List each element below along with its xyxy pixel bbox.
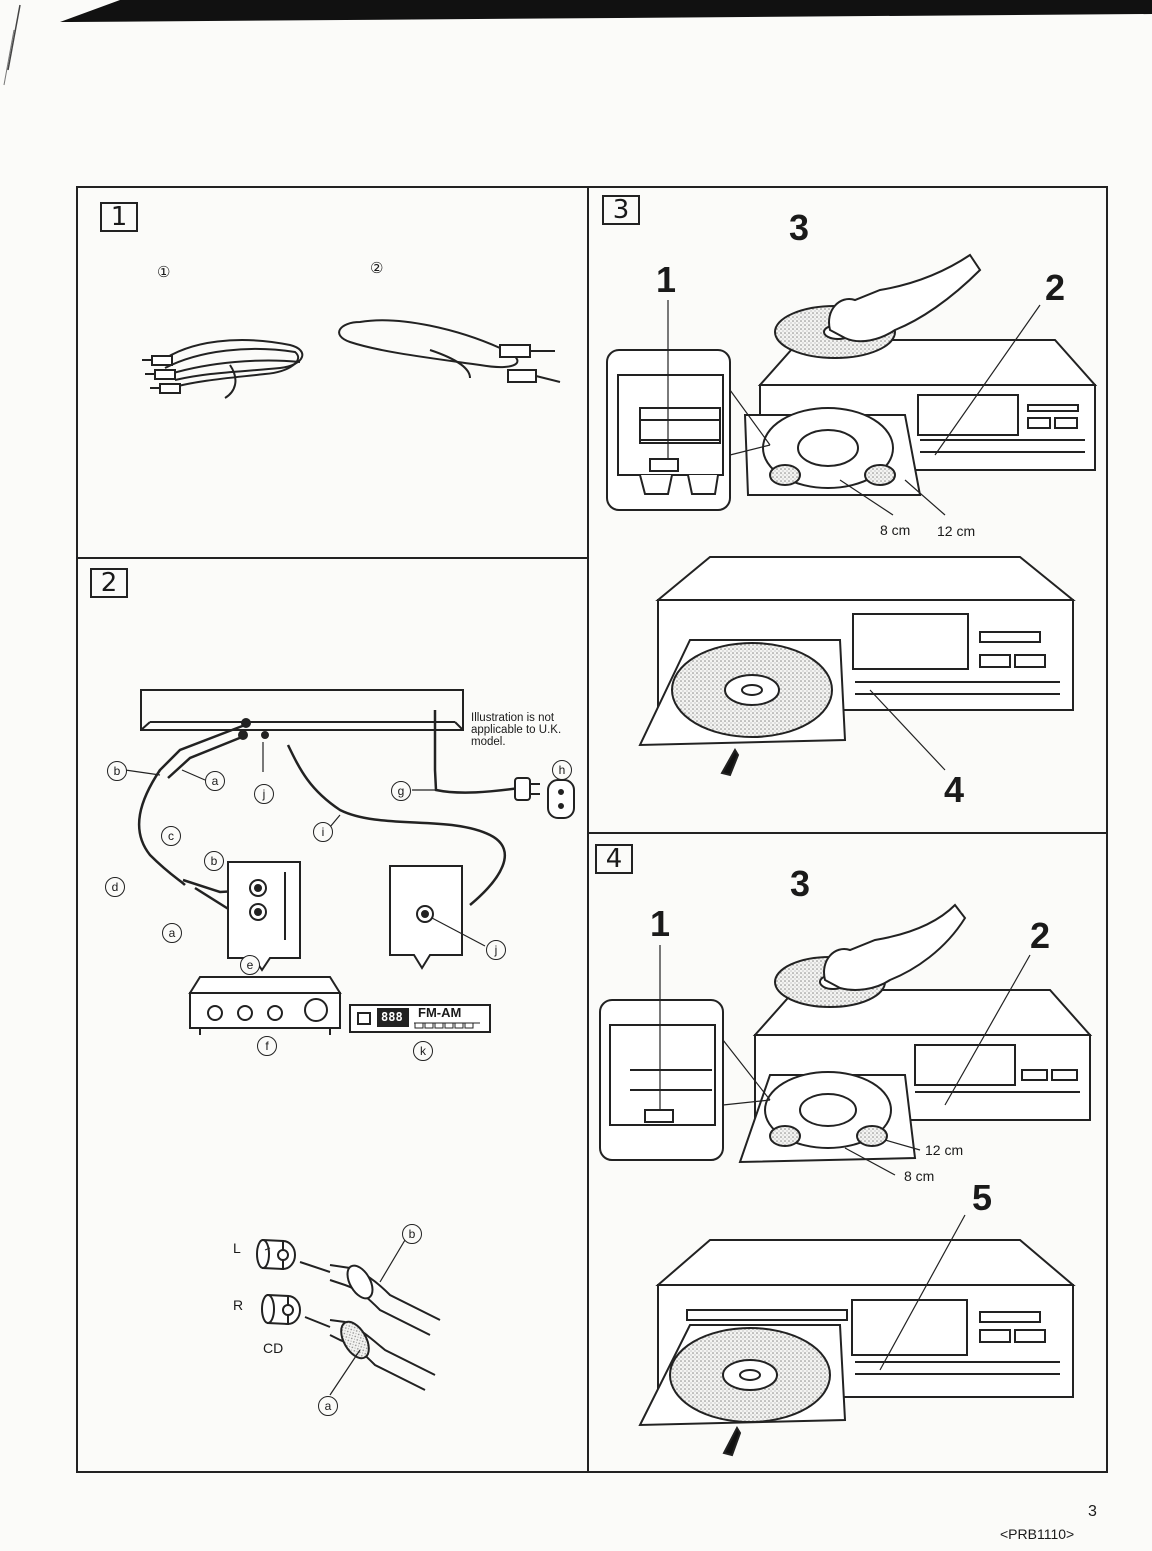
tuner-display: 888 bbox=[381, 1011, 403, 1023]
s4-callout-2: 2 bbox=[1030, 918, 1050, 954]
document-code: <PRB1110> bbox=[1000, 1527, 1074, 1541]
label-g: g bbox=[391, 781, 411, 801]
plug-label-a: a bbox=[318, 1396, 338, 1416]
label-j-panel: j bbox=[254, 784, 274, 804]
label-h: h bbox=[552, 760, 572, 780]
label-a-top: a bbox=[205, 771, 225, 791]
label-j-tuner: j bbox=[486, 940, 506, 960]
jack-label-cd: CD bbox=[263, 1341, 283, 1355]
label-e: e bbox=[240, 955, 260, 975]
tuner-jack-callout bbox=[390, 866, 462, 968]
label-b-lower: b bbox=[204, 851, 224, 871]
label-f: f bbox=[257, 1036, 277, 1056]
tuner-band-label: FM-AM bbox=[418, 1006, 461, 1019]
s4-callout-5: 5 bbox=[972, 1180, 992, 1216]
label-c: c bbox=[161, 826, 181, 846]
s3-player-open bbox=[640, 557, 1073, 775]
s3-callout-2: 2 bbox=[1045, 270, 1065, 306]
section-1-number: 1 bbox=[100, 202, 138, 232]
s3-callout-4: 4 bbox=[944, 772, 964, 808]
amp-jack-callout bbox=[228, 862, 300, 970]
s4-inset bbox=[600, 1000, 723, 1160]
s4-player-open bbox=[640, 1240, 1073, 1455]
cable-1-rca bbox=[142, 340, 302, 398]
jack-label-r: R bbox=[233, 1298, 243, 1312]
label-a-lower: a bbox=[162, 923, 182, 943]
power-plug bbox=[515, 778, 574, 818]
s4-callout-1: 1 bbox=[650, 906, 670, 942]
player-rear-panel bbox=[141, 690, 463, 739]
s3-callout-3: 3 bbox=[789, 210, 809, 246]
cable-2-system bbox=[339, 320, 560, 382]
section-4-number: 4 bbox=[595, 844, 633, 874]
jack-label-l: L bbox=[233, 1241, 241, 1255]
label-b-top: b bbox=[107, 761, 127, 781]
amplifier bbox=[190, 977, 340, 1035]
label-k: k bbox=[413, 1041, 433, 1061]
s3-size-8cm: 8 cm bbox=[880, 523, 910, 537]
s4-size-8cm: 8 cm bbox=[904, 1169, 934, 1183]
label-d: d bbox=[105, 877, 125, 897]
s3-callout-1: 1 bbox=[656, 262, 676, 298]
plug-label-b: b bbox=[402, 1224, 422, 1244]
s3-size-12cm: 12 cm bbox=[937, 524, 975, 538]
s3-player bbox=[745, 255, 1095, 495]
page-number: 3 bbox=[1088, 1504, 1097, 1520]
top-edge-shadow bbox=[60, 0, 1152, 22]
cable-2-label: ② bbox=[370, 261, 383, 276]
uk-model-note: Illustration is not applicable to U.K. m… bbox=[471, 712, 581, 748]
s4-size-12cm: 12 cm bbox=[925, 1143, 963, 1157]
s4-callout-3: 3 bbox=[790, 866, 810, 902]
section-2-number: 2 bbox=[90, 568, 128, 598]
cable-1-label: ① bbox=[157, 265, 170, 280]
section-3-number: 3 bbox=[602, 195, 640, 225]
label-i: i bbox=[313, 822, 333, 842]
